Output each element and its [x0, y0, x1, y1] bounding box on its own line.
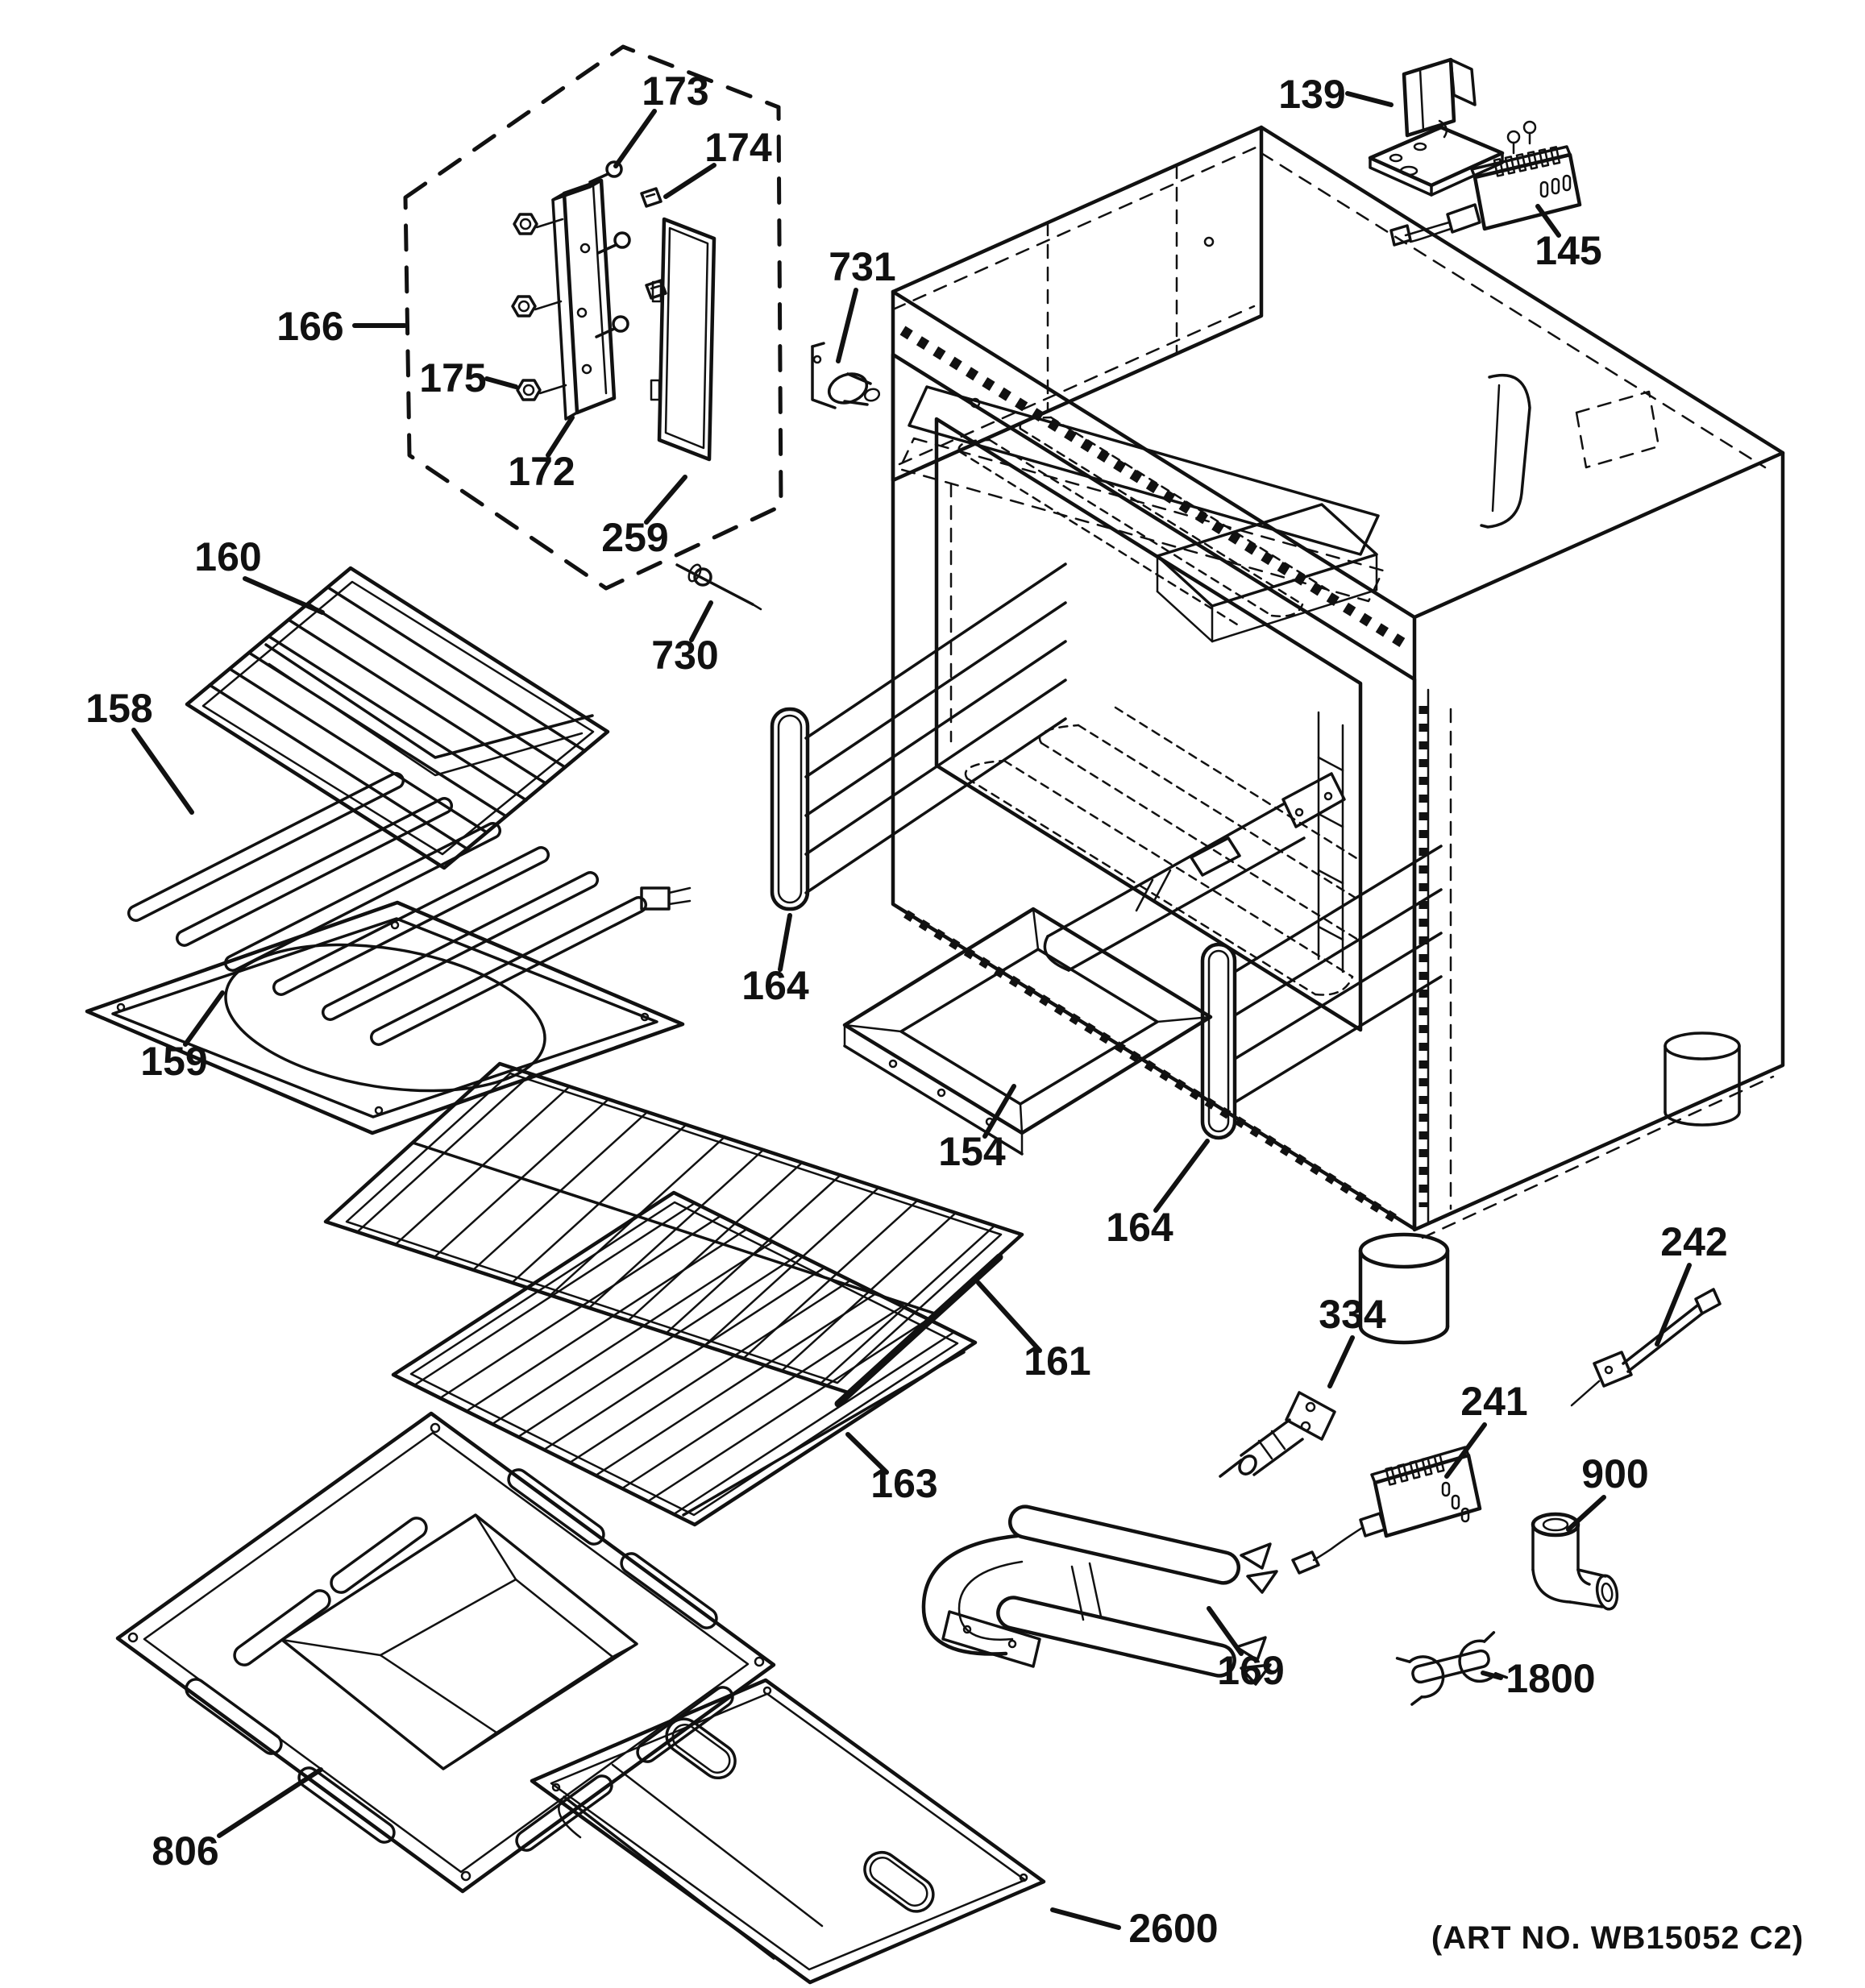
part-1800-wrench: [1395, 1631, 1509, 1706]
part-169-burner: [921, 1504, 1278, 1686]
art-number: (ART NO. WB15052 C2): [1431, 1920, 1804, 1956]
part-label-172: 172: [508, 449, 575, 494]
bake-element-hidden: [964, 706, 1362, 996]
part-label-730: 730: [651, 633, 718, 678]
part-159-broiler-pan: [85, 900, 685, 1135]
part-145-spark-module: [1389, 120, 1582, 247]
part-2600-lower-panel: [530, 1678, 1046, 1985]
part-label-160: 160: [194, 534, 261, 579]
part-172-control-bracket: [534, 178, 617, 421]
part-label-334: 334: [1319, 1292, 1386, 1337]
control-group-boundary: [403, 44, 783, 591]
cabinet-body: [891, 125, 1785, 1345]
part-161-extension-rack: [323, 1061, 1024, 1408]
part-label-1800: 1800: [1506, 1656, 1595, 1701]
part-175-nuts: [511, 213, 542, 401]
part-label-161: 161: [1024, 1338, 1090, 1384]
part-259-cover-panel: [650, 217, 717, 462]
part-label-164-left: 164: [741, 963, 809, 1008]
part-164-rack-slide-right: [1200, 845, 1443, 1140]
part-731-bracket-cylinder: [811, 342, 881, 409]
part-label-145: 145: [1535, 228, 1601, 273]
part-label-164-right: 164: [1106, 1205, 1173, 1250]
part-label-175: 175: [419, 355, 486, 401]
part-label-173: 173: [642, 68, 708, 114]
part-173-screws: [588, 160, 631, 338]
part-label-241: 241: [1460, 1379, 1527, 1424]
part-806-bottom-panel: [115, 1411, 776, 1894]
part-163-oven-rack: [391, 1190, 978, 1527]
part-label-731: 731: [829, 244, 895, 289]
part-242-sensor: [1570, 1288, 1722, 1407]
part-730-probe: [675, 563, 762, 611]
part-label-900: 900: [1581, 1451, 1648, 1496]
part-label-154: 154: [938, 1129, 1006, 1174]
cabinet-legs: [1358, 1031, 1741, 1345]
leader-lines: [131, 91, 1692, 1930]
part-label-163: 163: [870, 1461, 937, 1506]
top-braces: [898, 373, 1660, 643]
part-label-169: 169: [1217, 1648, 1284, 1693]
part-label-242: 242: [1660, 1219, 1727, 1264]
part-label-806: 806: [152, 1828, 218, 1874]
part-label-174: 174: [704, 125, 772, 170]
part-164-rack-slide-left: [770, 562, 1067, 911]
part-label-2600: 2600: [1128, 1906, 1218, 1951]
part-154-oven-bottom: [842, 907, 1213, 1156]
part-label-158: 158: [85, 686, 152, 731]
broil-burner-tube: [1043, 772, 1346, 972]
part-label-166: 166: [276, 304, 343, 349]
part-160-broiler-rack: [185, 566, 610, 870]
part-900-elbow: [1531, 1512, 1619, 1611]
part-334-electrode: [1219, 1391, 1336, 1478]
part-label-139: 139: [1278, 72, 1345, 117]
part-label-159: 159: [140, 1039, 207, 1084]
cavity-rack-guide: [1317, 711, 1344, 973]
part-139-bracket: [1368, 57, 1505, 197]
part-158-bake-element: [127, 772, 692, 1046]
part-label-259: 259: [601, 515, 668, 560]
